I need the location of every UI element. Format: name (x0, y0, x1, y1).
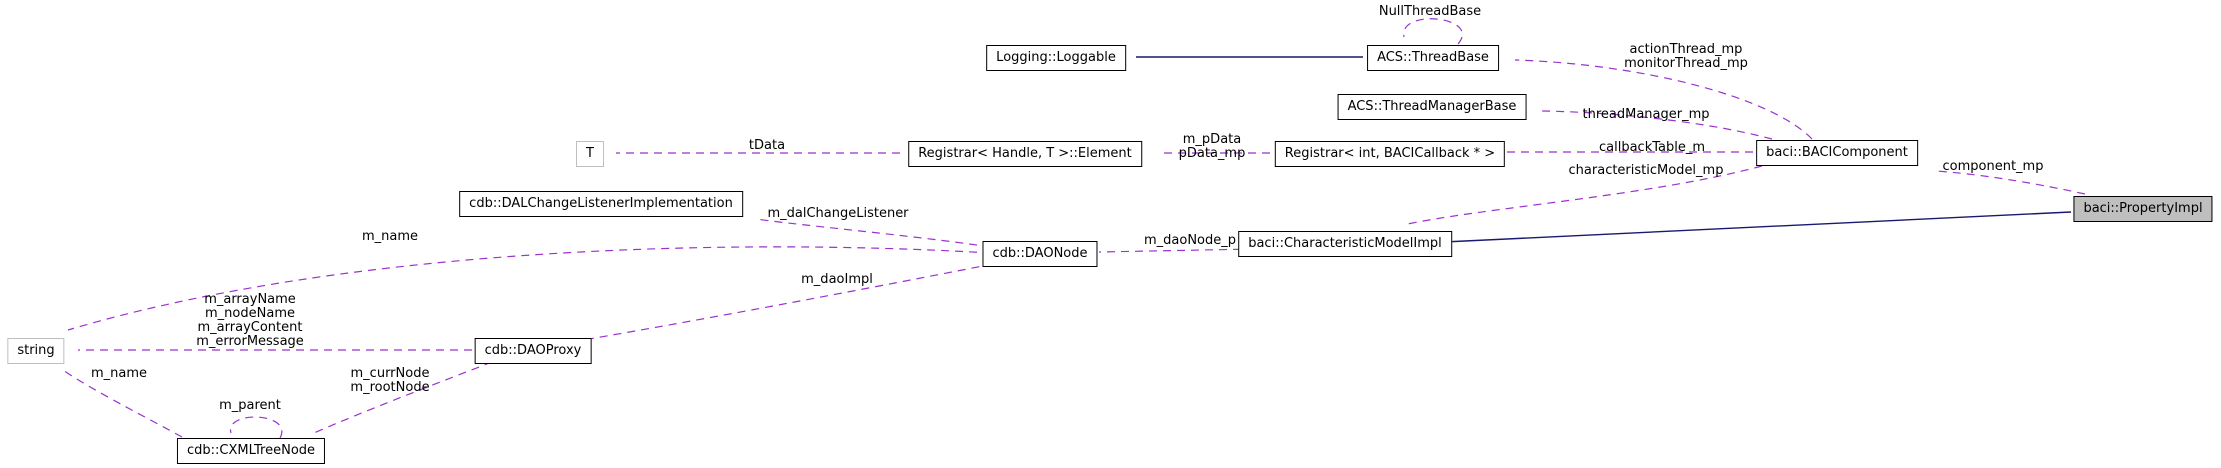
edge-inherit-propertyimpl-charmodel (1443, 211, 2072, 243)
edge-m-daonode-p (1098, 248, 1256, 253)
node-baci-bacicomponent[interactable]: baci::BACIComponent (1756, 140, 1918, 166)
node-baci-propertyimpl: baci::PropertyImpl (2073, 196, 2213, 222)
node-logging-loggable[interactable]: Logging::Loggable (986, 45, 1126, 71)
edge-m-currnode-rootnode (313, 361, 493, 434)
node-string: string (7, 338, 65, 364)
node-t: T (576, 141, 604, 167)
edge-threadmanager-mp (1541, 110, 1773, 140)
edge-m-name-cxml-string (62, 369, 183, 438)
edge-component-mp (1935, 170, 2086, 195)
node-acs-threadbase[interactable]: ACS::ThreadBase (1367, 45, 1499, 71)
node-cdb-dalchangelistenerimplementation[interactable]: cdb::DALChangeListenerImplementation (459, 191, 743, 217)
edge-m-name-daonode-string (67, 246, 992, 331)
edge-actionthread-monitorthread (1514, 59, 1813, 140)
edge-m-daoimpl (588, 263, 994, 340)
edge-m-dalchangelistener (755, 218, 992, 248)
node-acs-threadmanagerbase[interactable]: ACS::ThreadManagerBase (1337, 94, 1527, 120)
node-cdb-daonode[interactable]: cdb::DAONode (982, 241, 1098, 267)
node-cdb-daoproxy[interactable]: cdb::DAOProxy (474, 338, 592, 364)
node-cdb-cxmltreenode[interactable]: cdb::CXMLTreeNode (176, 438, 326, 464)
node-registrar-element[interactable]: Registrar< Handle, T >::Element (908, 141, 1142, 167)
edge-characteristicmodel-mp (1402, 165, 1763, 226)
edge-nullthreadbase-loop (1403, 18, 1463, 45)
node-registrar-int-bacicallback[interactable]: Registrar< int, BACICallback * > (1274, 141, 1506, 167)
edge-m-parent-loop (230, 416, 283, 439)
node-baci-characteristicmodelimpl[interactable]: baci::CharacteristicModelImpl (1238, 231, 1452, 257)
